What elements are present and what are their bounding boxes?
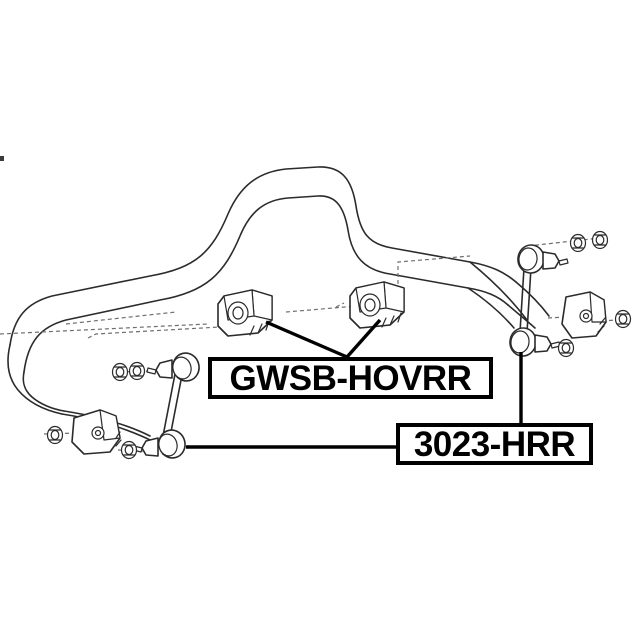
callout-3023-hrr-label: 3023-HRR [413,424,576,464]
hex-nut [557,338,575,358]
leader-gwsb-right [345,318,382,359]
washer [569,233,587,253]
left-stabilizer-link [132,352,200,459]
left-mounting-bracket [71,409,122,455]
corner-registration-mark [0,156,4,161]
leader-lines [186,318,523,449]
hex-nut [591,230,609,250]
hex-nut [614,309,632,329]
washer [128,361,146,381]
washer [120,440,138,460]
hex-nut [111,362,129,382]
center-left-bushing [217,289,273,337]
anti-roll-bar [7,166,550,445]
callout-3023-hrr[interactable]: 3023-HRR [396,423,593,465]
fasteners [46,230,632,460]
right-mounting-bracket [561,291,607,339]
callout-gwsb-hovrr[interactable]: GWSB-HOVRR [208,357,493,399]
center-right-bushing [349,281,405,329]
leader-gwsb-left [265,320,348,359]
right-stabilizer-link [509,244,569,357]
hex-nut [46,425,64,445]
callout-gwsb-hovrr-label: GWSB-HOVRR [229,358,472,398]
